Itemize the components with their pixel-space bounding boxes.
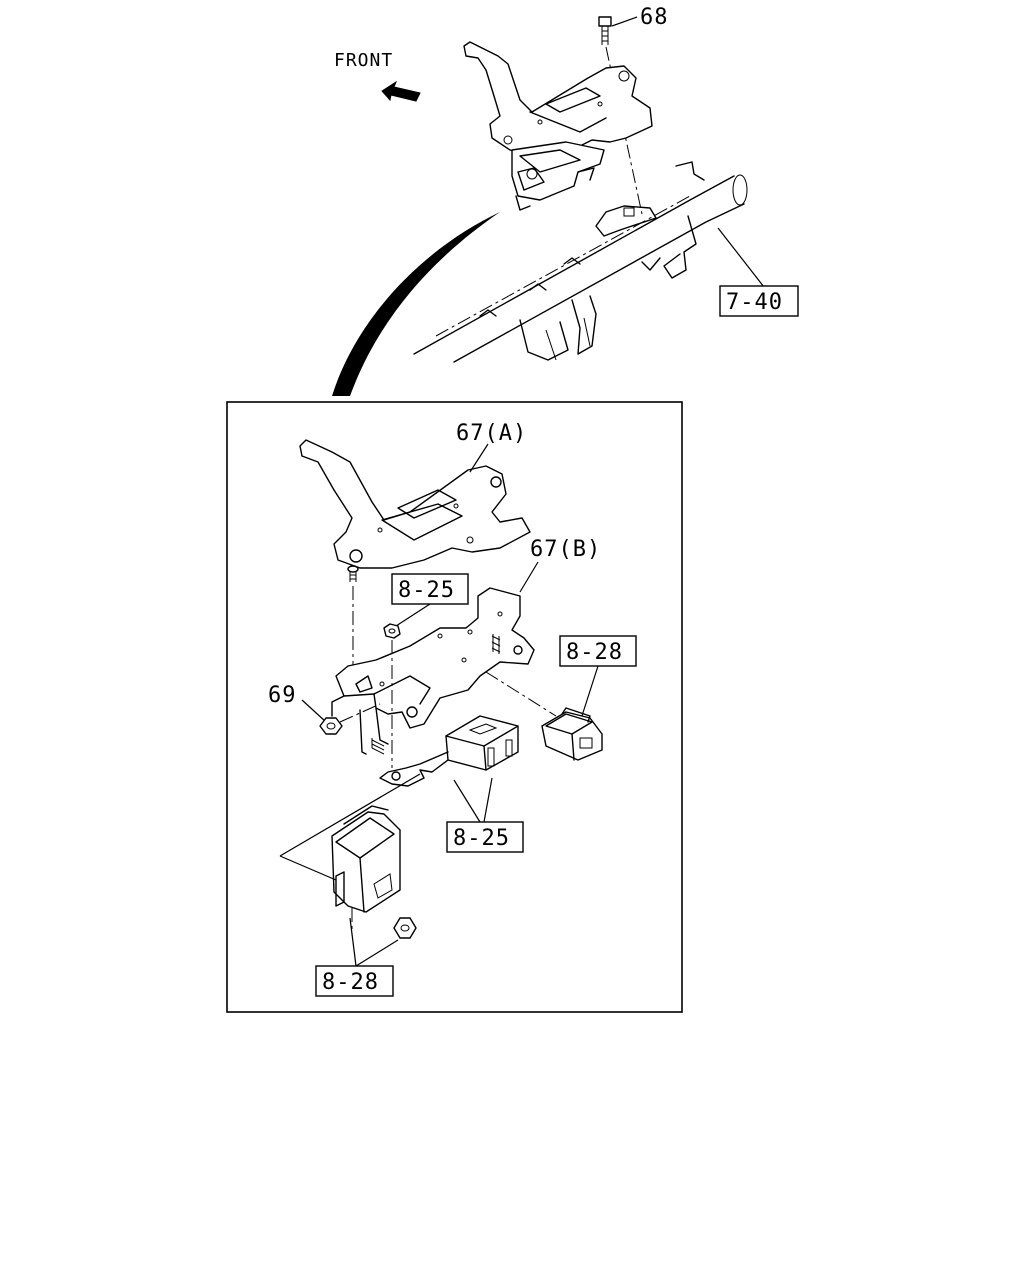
ref-box-8-25-top bbox=[391, 573, 469, 605]
ref-box-8-28-right bbox=[559, 635, 637, 667]
leader-8-28-right bbox=[579, 665, 599, 723]
leader-67a bbox=[469, 443, 489, 473]
rail-centerline bbox=[435, 195, 691, 337]
nut-8-28-bottom bbox=[393, 917, 417, 939]
ref-box-8-28-bottom bbox=[315, 965, 394, 997]
detail-frame bbox=[226, 401, 683, 1013]
leader-8-28-bottom-a bbox=[349, 917, 357, 967]
connector-8-28-right bbox=[541, 707, 603, 761]
leader-8-25-bottom-a bbox=[453, 779, 481, 823]
front-label: FRONT bbox=[334, 50, 393, 71]
bracket-67a bbox=[299, 439, 531, 569]
bolt-68 bbox=[598, 16, 612, 45]
label-68: 68 bbox=[640, 5, 669, 30]
leader-68 bbox=[611, 16, 638, 27]
leader-69 bbox=[301, 699, 327, 723]
nut-8-25-top bbox=[383, 623, 401, 639]
stud-small bbox=[371, 738, 385, 755]
centerline-69 bbox=[339, 703, 381, 723]
leader-7-40 bbox=[717, 227, 765, 288]
ref-box-7-40 bbox=[719, 285, 799, 317]
ref-8-25-bottom: 8-25 bbox=[453, 826, 510, 851]
relay-8-25 bbox=[379, 715, 519, 787]
top-bracket bbox=[463, 41, 653, 211]
label-67b: 67(B) bbox=[530, 537, 601, 562]
leader-8-25-bottom-b bbox=[483, 777, 493, 823]
stud-67b bbox=[491, 634, 501, 654]
leader-unit-a bbox=[279, 855, 337, 881]
leader-67b bbox=[519, 561, 539, 593]
screw-67a bbox=[347, 565, 359, 582]
leader-8-25-top bbox=[395, 603, 431, 627]
top-assembly: FRONT 68 bbox=[332, 5, 799, 396]
frame-rail bbox=[413, 161, 748, 363]
ref-7-40: 7-40 bbox=[726, 290, 783, 315]
leader-8-28-bottom-b bbox=[355, 939, 399, 967]
centerline-connector bbox=[485, 671, 557, 717]
leader-unit-b bbox=[279, 773, 421, 857]
label-67a: 67(A) bbox=[456, 421, 527, 446]
ref-8-25-top: 8-25 bbox=[398, 578, 455, 603]
detail-view: 67(A) bbox=[226, 401, 683, 1013]
control-unit-8-28 bbox=[331, 805, 401, 913]
label-69: 69 bbox=[268, 683, 297, 708]
detail-pointer bbox=[332, 212, 500, 396]
arrow-left-icon bbox=[381, 80, 421, 102]
nut-69 bbox=[319, 717, 343, 735]
ref-8-28-bottom: 8-28 bbox=[322, 970, 379, 995]
ref-8-28-right: 8-28 bbox=[566, 640, 623, 665]
ref-box-8-25-bottom bbox=[446, 821, 524, 853]
